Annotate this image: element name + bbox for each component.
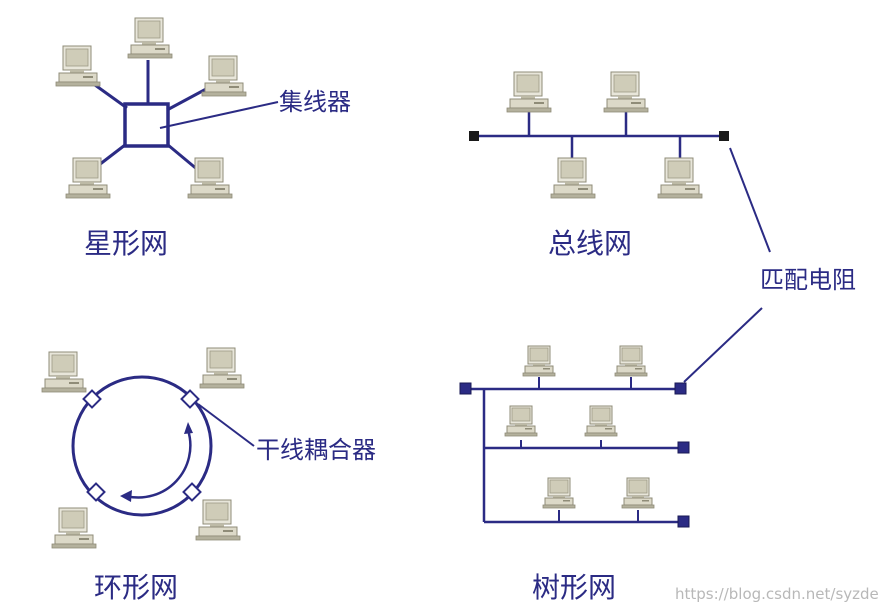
hub-label: 集线器 (279, 88, 351, 116)
star-link (94, 83, 128, 110)
computer-icon (550, 157, 596, 199)
terminator-callout-line (729, 147, 771, 253)
trunk-coupler-label: 干线耦合器 (256, 436, 376, 464)
computer-icon (621, 477, 655, 509)
computer-icon (614, 345, 648, 377)
trunk-coupler (82, 389, 102, 409)
ring-direction-arrow (125, 429, 192, 499)
tree-network-title: 树形网 (532, 571, 617, 604)
star-link (166, 86, 209, 112)
tree-terminators (459, 382, 690, 528)
terminator-callout-line (683, 307, 763, 383)
computer-icon (127, 17, 173, 59)
star-network (94, 60, 279, 172)
trunk-couplers (82, 389, 202, 502)
computer-icon (542, 477, 576, 509)
hub-callout-line (159, 101, 279, 129)
bus-terminator (469, 131, 479, 141)
trunk-coupler (86, 482, 106, 502)
computer-icon (504, 405, 538, 437)
bus-network (474, 112, 771, 383)
computer-icon (187, 157, 233, 199)
bus-terminator (719, 131, 729, 141)
computer-icon (506, 71, 552, 113)
computer-icon (195, 499, 241, 541)
computer-icon (55, 45, 101, 87)
computer-icon (65, 157, 111, 199)
ring-loop (71, 375, 213, 517)
terminator-label: 匹配电阻 (760, 266, 856, 294)
watermark: https://blog.csdn.net/syzdev (675, 585, 878, 603)
tree-terminator (677, 441, 690, 454)
ring-network-title: 环形网 (94, 571, 179, 604)
computer-icon (657, 157, 703, 199)
coupler-callout-line (197, 403, 255, 447)
computer-icon (603, 71, 649, 113)
hub-box (123, 102, 170, 148)
ring-network (71, 375, 255, 517)
computer-icon (199, 347, 245, 389)
star-link (167, 143, 199, 172)
tree-network (466, 377, 684, 524)
computer-icon (41, 351, 87, 393)
trunk-coupler (180, 389, 200, 409)
tree-terminator (459, 382, 472, 395)
computer-icon (201, 55, 247, 97)
computer-icon (584, 405, 618, 437)
computer-icon (522, 345, 556, 377)
ring-arrow-head (120, 490, 132, 502)
tree-terminator (674, 382, 687, 395)
ring-arrow-head (184, 422, 193, 434)
bus-network-title: 总线网 (548, 227, 633, 260)
star-network-title: 星形网 (84, 227, 169, 260)
trunk-coupler (182, 482, 202, 502)
tree-terminator (677, 515, 690, 528)
computer-icon (51, 507, 97, 549)
